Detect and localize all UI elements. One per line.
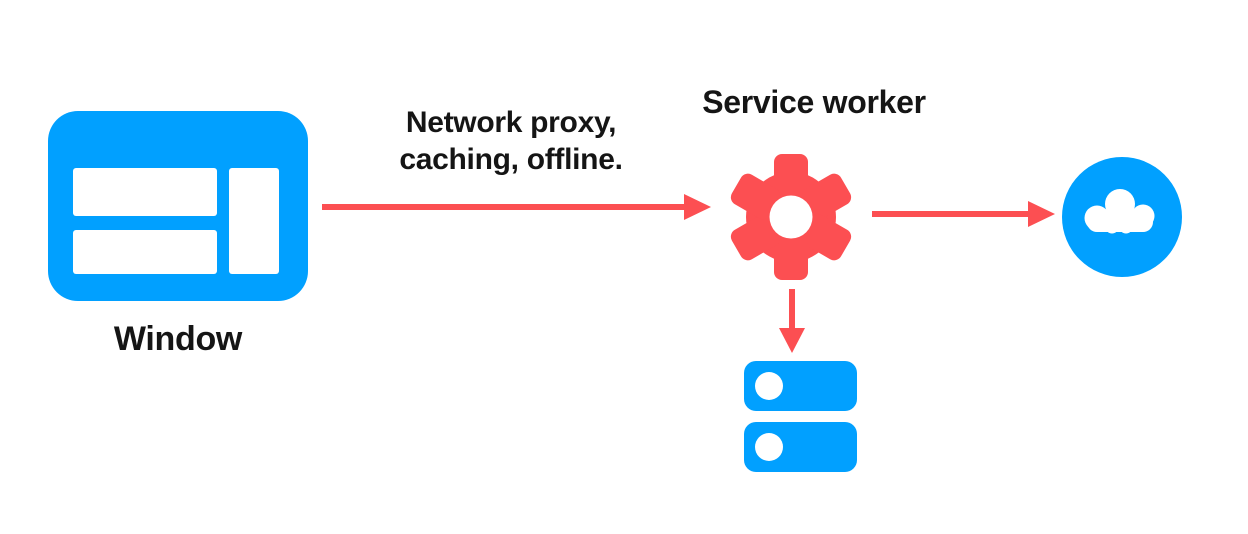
database-indicator-dot — [755, 372, 783, 400]
database-indicator-dot — [755, 433, 783, 461]
edge-label-network-proxy: Network proxy, caching, offline. — [361, 104, 661, 178]
window-content-bar-bottom — [73, 230, 217, 274]
arrow-window-to-service-worker — [322, 194, 711, 220]
arrow-service-worker-to-cloud — [872, 201, 1055, 227]
window-node-label: Window — [113, 320, 243, 358]
browser-window-icon — [48, 111, 308, 301]
cloud-icon — [1062, 157, 1182, 277]
database-icon — [744, 422, 857, 472]
window-sidebar-bar — [229, 168, 279, 274]
edge-label-line-2: caching, offline. — [399, 143, 623, 176]
edge-label-line-1: Network proxy, — [405, 106, 617, 139]
database-icon — [744, 361, 857, 411]
gear-icon — [730, 154, 852, 280]
window-content-bar-top — [73, 168, 217, 216]
arrow-service-worker-to-storage — [779, 289, 805, 353]
service-worker-node-label: Service worker — [702, 84, 926, 120]
